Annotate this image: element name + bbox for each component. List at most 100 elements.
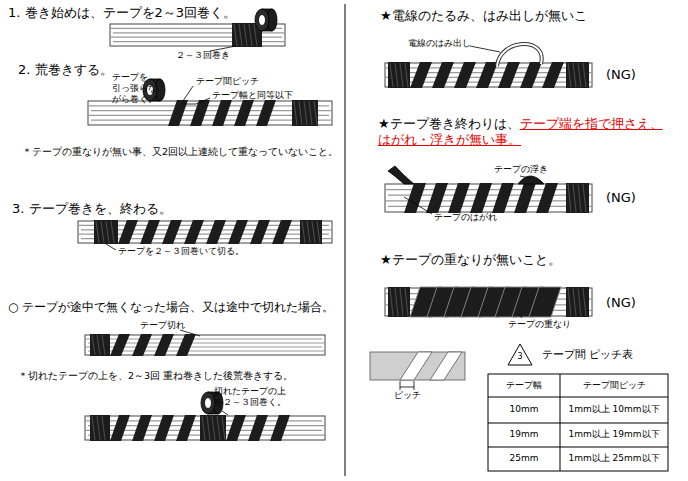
- tape-edge: [578, 184, 581, 212]
- callout-label: テープの浮き: [494, 164, 548, 175]
- tape-band: [234, 100, 254, 126]
- callout-label: テープを 引っ張らな がら巻く。: [112, 72, 159, 104]
- tape-edge: [106, 221, 109, 243]
- tape-band: [272, 220, 292, 244]
- leader-line: [196, 98, 210, 104]
- leader-line: [520, 176, 530, 178]
- tape-edge: [294, 101, 297, 125]
- tape-band: [154, 415, 174, 441]
- table-line: [488, 447, 668, 448]
- tape-edge: [234, 24, 237, 46]
- dimension-line: [400, 387, 414, 388]
- tape-band: [228, 220, 248, 244]
- callout-label: テープを２～３回巻いて切る。: [118, 246, 244, 257]
- callout-label: 電線のはみ出し: [408, 38, 471, 49]
- callout-label: テープ切れ: [140, 320, 185, 331]
- rule-heading: ★テープ巻き終わりは、: [378, 116, 520, 131]
- ng-mark: (NG): [606, 295, 636, 311]
- tape-edge: [405, 63, 408, 87]
- tape-wrap: [90, 415, 110, 441]
- tape-edge: [222, 416, 225, 440]
- tape-wrap: [292, 100, 318, 126]
- tape-sketch: [430, 352, 462, 380]
- wire-bundle: [85, 416, 325, 440]
- table-cell: テープ間ピッチ: [561, 375, 667, 396]
- table-cell: 1mm以上 25mm以下: [561, 448, 667, 470]
- callout-label: テープのはがれ: [434, 212, 497, 223]
- table-line: [488, 397, 668, 398]
- wire-strand: [88, 350, 325, 351]
- tape-wrap: [566, 62, 589, 88]
- table-line: [488, 423, 668, 424]
- tape-band: [248, 415, 268, 441]
- callout-label: テープ間ピッチ: [196, 76, 259, 87]
- overhanging-wire-core: [497, 44, 542, 66]
- tape-band: [520, 62, 542, 88]
- tape-edge: [102, 335, 105, 355]
- tape-band: [132, 334, 152, 356]
- wire-strand: [81, 229, 332, 230]
- tape-band: [206, 220, 226, 244]
- wire-bundle: [385, 184, 592, 212]
- callout-label: テープの重なり: [508, 319, 571, 330]
- tape-edge: [92, 416, 95, 440]
- tape-edge: [390, 288, 393, 316]
- rule-heading: ★テープ巻き終わりは、テープ端を指で押さえ、 はがれ・浮きが無い事。: [378, 116, 674, 147]
- tape-band: [110, 334, 130, 356]
- wire-bundle: [385, 288, 592, 316]
- wire-bundle: [88, 101, 332, 125]
- tape-edge: [578, 288, 581, 316]
- leader-line: [470, 46, 500, 52]
- tape-band: [226, 415, 246, 441]
- tape-edge: [390, 63, 393, 87]
- tape-band: [184, 220, 204, 244]
- wire-bundle: [78, 221, 332, 243]
- tape-band: [110, 415, 130, 441]
- step-heading: 3. テープ巻きを、終わる。: [12, 201, 172, 217]
- ng-mark: (NG): [606, 190, 636, 206]
- tape-wrap: [388, 62, 410, 88]
- callout-number: 3: [508, 351, 532, 364]
- table-cell: 25mm: [489, 448, 559, 470]
- tape-wrap: [566, 287, 589, 317]
- tape-sketch: [400, 352, 432, 380]
- tape-edge: [578, 63, 581, 87]
- tape-roll-core: [259, 15, 266, 26]
- tape-band: [176, 334, 196, 356]
- note: ＊テープの重なりが無い事、又2回以上連続して重なっていないこと。: [22, 146, 338, 157]
- rule-heading: ★電線のたるみ、はみ出しが無いこ: [380, 8, 587, 24]
- leader-line: [106, 244, 116, 250]
- tape-band: [176, 415, 196, 441]
- floating-tape: [518, 176, 544, 184]
- step-heading: ○ テープが途中で無くなった場合、又は途中で切れた場合。: [8, 300, 334, 314]
- tape-band: [476, 62, 498, 88]
- tape-roll-core: [205, 398, 212, 409]
- leader-line: [404, 197, 432, 214]
- step-heading: 1. 巻き始めは、テープを2～3回巻く。: [8, 5, 236, 21]
- tape-band: [162, 220, 182, 244]
- tape-edge: [96, 221, 99, 243]
- tape-edge: [568, 184, 571, 212]
- wire-bundle: [385, 63, 592, 87]
- table-cell: 10mm: [489, 398, 559, 422]
- table-cell: テープ幅: [489, 375, 559, 396]
- wire-sketch: [370, 352, 465, 380]
- tape-roll-face: [255, 9, 269, 31]
- tape-wrap: [94, 220, 118, 244]
- tape-edge: [309, 101, 312, 125]
- tape-band: [256, 100, 276, 126]
- tape-edge: [102, 416, 105, 440]
- tape-band: [454, 62, 476, 88]
- ng-mark: (NG): [606, 67, 636, 83]
- tape-edge: [249, 24, 252, 46]
- tape-edge: [400, 63, 403, 87]
- tape-edge: [97, 335, 100, 355]
- tape-edge: [212, 416, 215, 440]
- tape-band: [118, 220, 138, 244]
- tape-edge: [97, 416, 100, 440]
- overhanging-wire: [497, 44, 542, 66]
- tape-edge: [239, 24, 242, 46]
- peeling-tape: [388, 166, 414, 184]
- tape-band: [542, 62, 564, 88]
